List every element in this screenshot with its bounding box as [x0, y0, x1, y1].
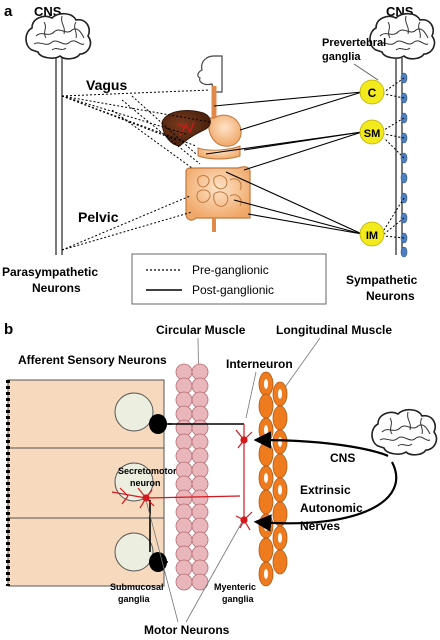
sympathetic-preganglionic: [383, 77, 405, 239]
epithelium: [6, 379, 165, 587]
afferent-sensory-neuron: [149, 414, 244, 434]
gut-organs: [161, 55, 251, 232]
legend: Pre-ganglionic Post-ganglionic: [131, 253, 327, 305]
prevertebral-label-1: Prevertebral: [322, 37, 386, 49]
extrinsic-label-2: Autonomic: [300, 501, 363, 515]
panel-a-label: a: [4, 3, 13, 20]
ganglion-c: C: [359, 79, 385, 105]
cell-nucleus: [114, 462, 154, 502]
afferent-label: Afferent Sensory Neurons: [18, 353, 167, 367]
interneuron: [235, 424, 253, 531]
myenteric-label-2: ganglia: [222, 594, 254, 604]
secretomotor-label-2: neuron: [130, 478, 161, 488]
legend-post-label: Post-ganglionic: [192, 283, 274, 297]
spinal-cord-left: [55, 58, 63, 255]
sympathetic-postganglionic: [205, 91, 363, 235]
motor-pointer-1: [145, 499, 179, 623]
submucosal-label-2: ganglia: [118, 594, 150, 604]
motor-neurons-label: Motor Neurons: [144, 623, 230, 637]
ganglion-im-label: IM: [366, 230, 378, 242]
submucosal-label-1: Submucosal: [110, 582, 164, 592]
cell-nucleus: [114, 532, 154, 572]
parasympathetic-label-2: Neurons: [32, 281, 81, 295]
ganglion-sm: SM: [359, 119, 385, 145]
prevertebral-label-2: ganglia: [322, 51, 361, 63]
parasympathetic-label-1: Parasympathetic: [2, 265, 98, 279]
pelvic-preganglionic: [61, 195, 193, 251]
ganglion-sm-label: SM: [364, 128, 381, 140]
cell-nucleus: [114, 392, 154, 432]
sympathetic-label-1: Sympathetic: [346, 273, 418, 287]
vagus-label: Vagus: [86, 77, 127, 93]
panel-b-label: b: [4, 321, 13, 338]
sympathetic-label-2: Neurons: [366, 289, 415, 303]
extrinsic-nerves: [253, 431, 398, 532]
interneuron-pointer: [245, 371, 257, 419]
ganglion-im: IM: [359, 221, 385, 247]
ganglion-im-node: [359, 221, 385, 247]
secretomotor-label-1: Secretomotor: [118, 466, 177, 476]
ganglion-c-node: [359, 79, 385, 105]
extrinsic-label-3: Nerves: [300, 519, 340, 533]
prevertebral-pointer: [353, 63, 379, 81]
interneuron-label: Interneuron: [226, 357, 293, 371]
legend-pre-label: Pre-ganglionic: [192, 263, 269, 277]
extrinsic-label-1: Extrinsic: [300, 483, 351, 497]
circular-muscle-label: Circular Muscle: [156, 323, 246, 337]
brain-b-icon: [371, 408, 438, 456]
myenteric-label-1: Myenteric: [214, 582, 256, 592]
longitudinal-muscle-label: Longitudinal Muscle: [276, 323, 392, 337]
longitudinal-muscle: [258, 371, 288, 587]
pelvic-label: Pelvic: [78, 209, 119, 225]
submucosal-neuron: [149, 500, 168, 572]
circular-muscle: [175, 363, 209, 591]
brain-left-icon: [25, 12, 92, 60]
secretomotor-neuron: [111, 487, 241, 509]
ganglion-sm-node: [359, 119, 385, 145]
cns-b-label: CNS: [330, 451, 355, 465]
motor-pointer-2: [185, 521, 243, 623]
vagus-preganglionic: [61, 89, 211, 169]
ganglion-c-label: C: [368, 86, 377, 100]
